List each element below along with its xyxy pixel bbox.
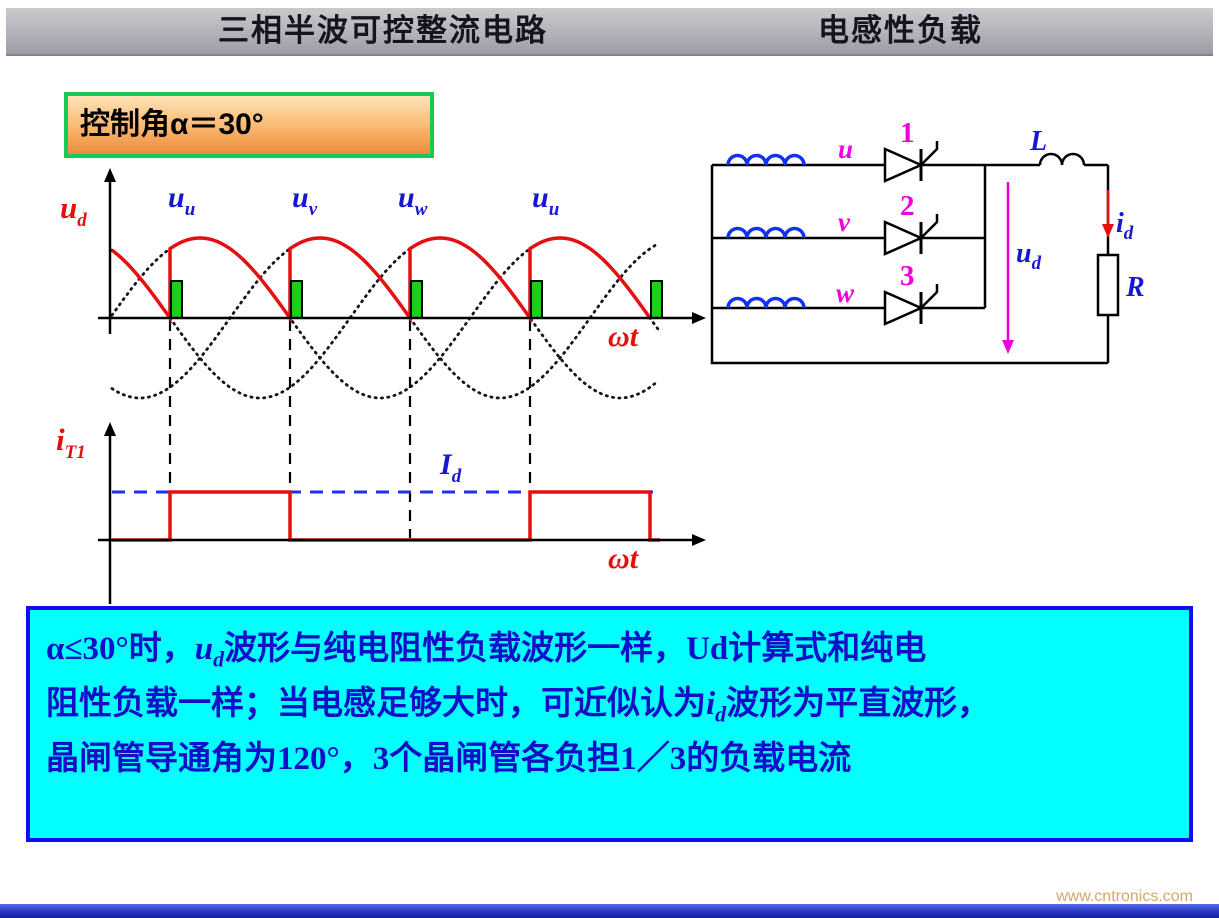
ud-output-label: ud (1016, 238, 1042, 274)
thyristor-3-number: 3 (900, 260, 915, 292)
it1-axis-label: iT1 (56, 422, 86, 463)
title-bar: 三相半波可控整流电路 电感性负载 (6, 8, 1213, 56)
phase-label-uw: uw (398, 181, 428, 220)
thyristor-2-symbol (883, 220, 925, 256)
inductor-label: L (1029, 126, 1047, 157)
ud-x-axis-arrow (692, 312, 706, 324)
it1-x-axis-arrow (692, 534, 706, 546)
it1-x-axis-label: ωt (608, 542, 640, 575)
ud-voltage-arrow (1002, 182, 1014, 354)
phase-w-curve (110, 236, 660, 400)
gate-pulse-1 (170, 280, 183, 319)
thyristor-1-symbol (883, 147, 925, 183)
phase-v-label: v (838, 207, 851, 237)
phase-label-uu2: uu (532, 181, 559, 220)
thyristor-1-gate (920, 141, 939, 166)
waveform-diagram: ud uu uv uw uu ωt iT1 Id ωt (56, 168, 706, 604)
gate-pulse-3 (410, 280, 423, 319)
id-current-arrow (1102, 190, 1114, 238)
note-text: α≤30°时，ud波形与纯电阻性负载波形一样，Ud计算式和纯电阻性负载一样；当电… (46, 631, 991, 777)
thyristor-2-number: 2 (900, 190, 915, 222)
phase-u-label: u (838, 134, 853, 164)
thyristor-3-symbol (883, 290, 925, 326)
it1-plot: iT1 Id ωt (56, 422, 706, 604)
phase-w-coil (726, 296, 806, 309)
bottom-bar (0, 904, 1219, 918)
phase-label-uv: uv (292, 181, 318, 220)
circuit-diagram: u v w 1 2 3 L id ud R (710, 120, 1145, 365)
ud-x-axis-label: ωt (608, 320, 640, 353)
gate-pulse-4 (530, 280, 543, 319)
id-current-label: id (1116, 208, 1134, 244)
phase-w-label: w (836, 278, 855, 308)
load-inductor-coil (1038, 152, 1086, 166)
it1-y-axis-arrow (104, 422, 116, 436)
gate-pulse-2 (290, 280, 303, 319)
it1-axes (98, 436, 692, 604)
phase-v-curve (110, 236, 660, 400)
watermark: www.cntronics.com (1056, 888, 1193, 905)
ud-plot: ud uu uv uw uu ωt (60, 168, 706, 538)
ud-axis-label: ud (60, 190, 87, 231)
page-title: 三相半波可控整流电路 (218, 13, 548, 48)
page-subtitle: 电感性负载 (818, 13, 983, 48)
id-level-label: Id (439, 448, 462, 487)
ud-output-curve (110, 236, 652, 324)
it1-curve (112, 490, 660, 542)
gate-pulse-5 (650, 280, 663, 319)
ud-axes (98, 180, 692, 334)
gate-pulses (170, 280, 663, 319)
resistor-symbol (1096, 253, 1120, 317)
phase-u-coil (726, 153, 806, 166)
phase-label-uu: uu (168, 181, 195, 220)
note-box: α≤30°时，ud波形与纯电阻性负载波形一样，Ud计算式和纯电阻性负载一样；当电… (26, 606, 1193, 842)
source-inductors (726, 153, 806, 309)
thyristor-3-gate (920, 284, 939, 309)
firing-dashed-lines (168, 320, 532, 538)
control-angle-box: 控制角α＝30° (64, 92, 434, 158)
thyristors (883, 141, 939, 326)
thyristor-1-number: 1 (900, 120, 915, 149)
ud-y-axis-arrow (104, 168, 116, 182)
resistor-label: R (1125, 272, 1145, 303)
thyristor-2-gate (920, 214, 939, 239)
phase-v-coil (726, 226, 806, 239)
control-angle-label: 控制角α＝30° (80, 108, 264, 141)
